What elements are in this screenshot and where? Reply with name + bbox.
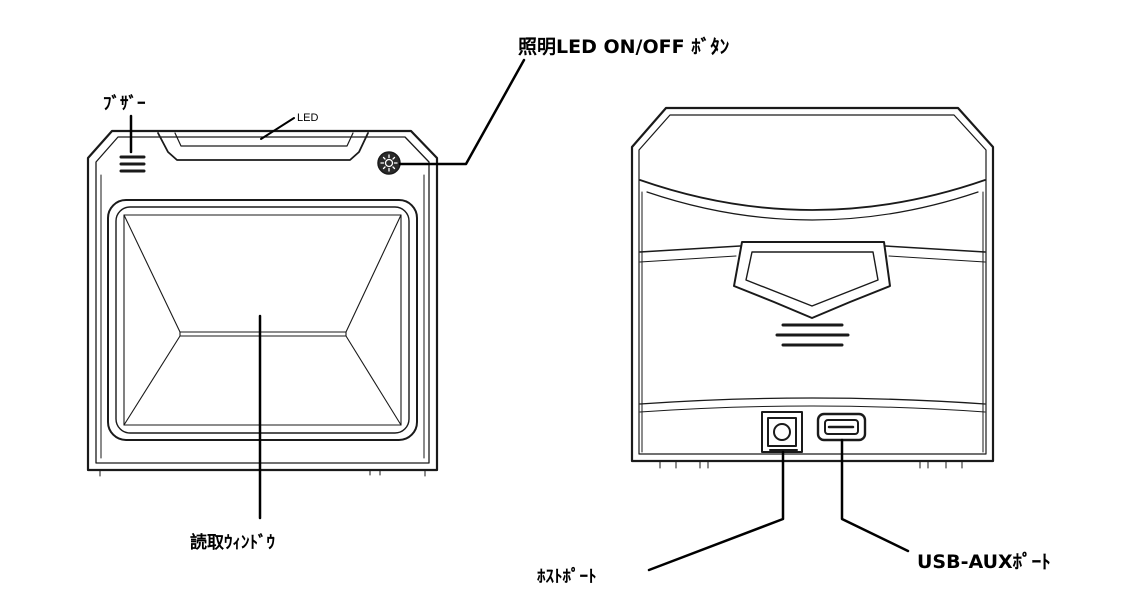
label-led: LED [297, 112, 319, 124]
scan-window-frame [107, 199, 418, 441]
leader-led [260, 117, 295, 140]
label-buzzer: ﾌﾞｻﾞｰ [103, 94, 146, 114]
front-body-inner-edge [95, 136, 430, 464]
back-badge [733, 241, 891, 319]
back-body-outline [630, 106, 995, 463]
back-top-cap [639, 179, 986, 211]
label-host-port: ﾎｽﾄﾎﾟｰﾄ [537, 567, 597, 587]
front-body-outline [86, 129, 439, 472]
back-vent [775, 323, 850, 347]
leader-host-port [647, 450, 785, 572]
buzzer-grille [119, 155, 146, 173]
front-led-bar [157, 132, 369, 161]
leader-lines [129, 58, 910, 572]
label-usb-aux-port: USB-AUXﾎﾟｰﾄ [917, 551, 1051, 573]
front-view [86, 129, 439, 477]
label-scan-window: 読取ｳｨﾝﾄﾞｳ [190, 533, 275, 553]
scan-window-bevel [123, 214, 402, 426]
leader-illumination [398, 58, 526, 166]
leader-usb-aux [840, 438, 910, 553]
label-illumination-button: 照明LED ON/OFF ﾎﾞﾀﾝ [518, 36, 730, 58]
back-view [630, 106, 995, 469]
